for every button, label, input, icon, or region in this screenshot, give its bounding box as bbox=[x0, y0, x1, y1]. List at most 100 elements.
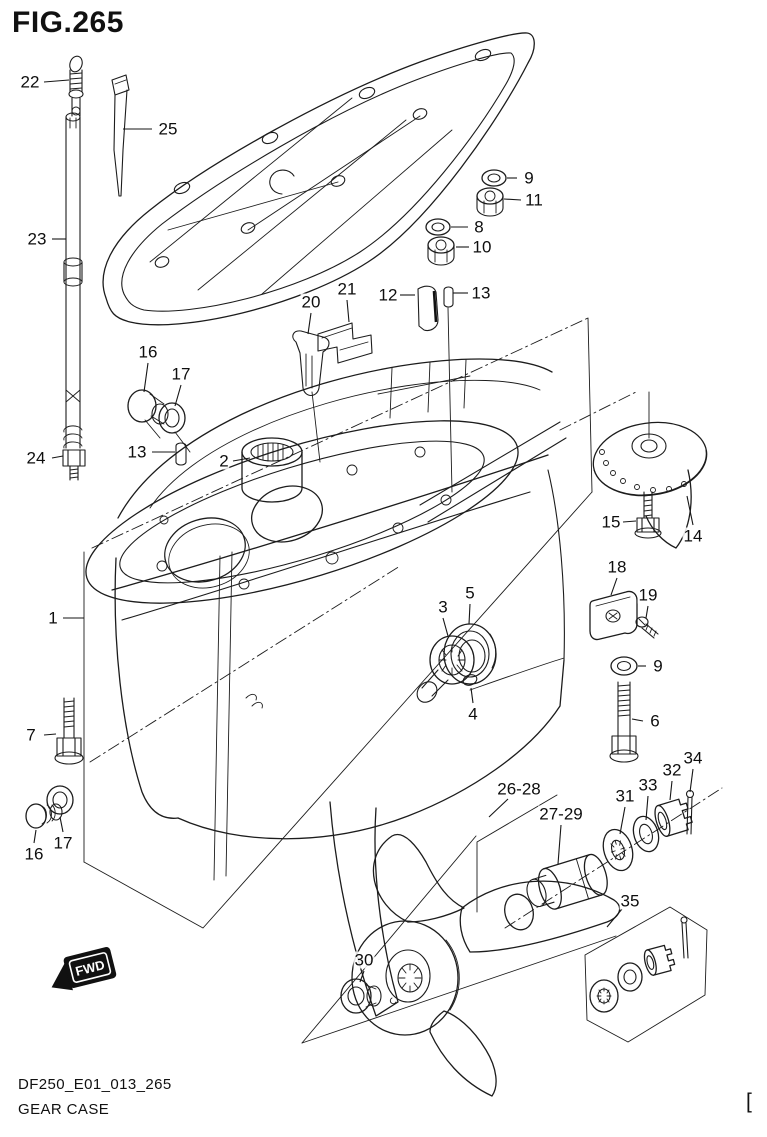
part-callout-18: 18 bbox=[606, 557, 628, 577]
leader-line-16-lower bbox=[33, 829, 37, 844]
leader-line-11 bbox=[503, 198, 522, 201]
fwd-badge: FWD bbox=[51, 947, 117, 991]
part-13-pin-left bbox=[175, 442, 187, 466]
figure-title: FIG.265 bbox=[12, 6, 124, 39]
part-callout-2: 2 bbox=[218, 451, 230, 471]
leader-line-14 bbox=[686, 495, 694, 526]
part-callout-31: 31 bbox=[614, 786, 636, 806]
leader-line-24 bbox=[51, 455, 64, 459]
part-callout-32: 32 bbox=[661, 760, 683, 780]
leader-line-34 bbox=[689, 768, 694, 793]
leader-line-31 bbox=[619, 806, 626, 835]
leader-line-16-upper bbox=[143, 362, 149, 393]
part-callout-27-29: 27-29 bbox=[538, 804, 584, 824]
part-callout-1: 1 bbox=[47, 608, 59, 628]
leader-lines bbox=[33, 79, 694, 983]
part-callout-24: 24 bbox=[25, 448, 47, 468]
leader-line-19 bbox=[645, 605, 649, 619]
part-callout-33: 33 bbox=[637, 775, 659, 795]
part-35-kit bbox=[584, 906, 708, 1043]
part-callout-3: 3 bbox=[437, 597, 449, 617]
part-callout-20: 20 bbox=[300, 292, 322, 312]
prop-shaft-hardware bbox=[504, 787, 723, 931]
part-10-nut bbox=[427, 236, 455, 266]
part-9-washer-top bbox=[481, 169, 507, 187]
part-17-washer-upper bbox=[158, 402, 186, 434]
part-callout-26-28: 26-28 bbox=[496, 779, 542, 799]
part-callout-34: 34 bbox=[682, 748, 704, 768]
part-11-nut bbox=[476, 187, 504, 217]
part-5-bearing bbox=[443, 623, 497, 685]
part-9-washer-lower bbox=[610, 656, 638, 676]
leader-line-21 bbox=[346, 299, 350, 323]
part-34-cotter-pin bbox=[685, 789, 695, 835]
part-22-grease-nipple bbox=[68, 55, 84, 117]
figure-part-name: GEAR CASE bbox=[18, 1101, 110, 1118]
part-2-bearing-sleeve bbox=[241, 437, 303, 503]
propeller bbox=[351, 833, 621, 1097]
leader-line-30 bbox=[359, 970, 365, 983]
part-callout-8: 8 bbox=[473, 217, 485, 237]
part-23-water-tube bbox=[63, 112, 83, 449]
leader-line-15 bbox=[622, 520, 637, 523]
part-20-clip bbox=[292, 330, 330, 397]
part-25-cable-tie bbox=[111, 74, 130, 197]
leader-line-27-29 bbox=[557, 824, 562, 865]
part-16-plug-upper bbox=[127, 389, 169, 425]
leader-line-6 bbox=[631, 718, 644, 722]
part-callout-19: 19 bbox=[637, 585, 659, 605]
part-callout-23: 23 bbox=[26, 229, 48, 249]
leader-line-33 bbox=[645, 795, 649, 821]
part-callout-9-lower: 9 bbox=[652, 656, 664, 676]
part-callout-35: 35 bbox=[619, 891, 641, 911]
part-callout-14: 14 bbox=[682, 526, 704, 546]
part-callout-7: 7 bbox=[25, 725, 37, 745]
part-3-pinion-gear bbox=[416, 635, 475, 703]
part-21-bracket bbox=[317, 322, 373, 364]
figure-part-code: DF250_E01_013_265 bbox=[18, 1076, 172, 1093]
part-callout-5: 5 bbox=[464, 583, 476, 603]
part-callout-22: 22 bbox=[19, 72, 41, 92]
leader-line-7 bbox=[43, 733, 57, 736]
part-callout-30: 30 bbox=[353, 950, 375, 970]
part-callout-13-top: 13 bbox=[470, 283, 492, 303]
part-callout-25: 25 bbox=[157, 119, 179, 139]
part-12-anode bbox=[417, 285, 439, 332]
part-callout-10: 10 bbox=[471, 237, 493, 257]
gearcase-body bbox=[85, 307, 567, 1017]
part-7-bolt bbox=[54, 697, 84, 765]
part-callout-11: 11 bbox=[524, 190, 544, 210]
part-callout-6: 6 bbox=[649, 711, 661, 731]
fwd-label: FWD bbox=[74, 957, 106, 979]
part-6-bolt bbox=[609, 681, 639, 763]
part-callout-4: 4 bbox=[467, 704, 479, 724]
part-17-washer-lower bbox=[46, 785, 74, 815]
part-13-pin-top bbox=[443, 286, 454, 308]
part-8-washer bbox=[425, 218, 451, 236]
leader-line-2 bbox=[232, 457, 251, 462]
leader-line-18 bbox=[610, 577, 618, 596]
part-callout-17-lower: 17 bbox=[52, 833, 74, 853]
part-callout-15: 15 bbox=[600, 512, 622, 532]
leader-line-3 bbox=[442, 617, 449, 637]
part-callout-21: 21 bbox=[336, 279, 358, 299]
leader-line-17-lower bbox=[59, 816, 64, 833]
leader-line-26-28 bbox=[488, 798, 509, 818]
corner-bracket-mark: [ bbox=[746, 1090, 752, 1113]
part-callout-12: 12 bbox=[377, 285, 399, 305]
part-19-screw bbox=[635, 616, 659, 639]
part-callout-16-upper: 16 bbox=[137, 342, 159, 362]
leader-line-17-upper bbox=[174, 384, 182, 407]
leader-line-22 bbox=[43, 79, 70, 83]
part-callout-17-upper: 17 bbox=[170, 364, 192, 384]
part-30-spacer bbox=[340, 978, 382, 1014]
part-callout-9-top: 9 bbox=[523, 168, 535, 188]
part-24-fitting bbox=[62, 425, 86, 481]
part-callout-13-left: 13 bbox=[126, 442, 148, 462]
part-15-bolt bbox=[634, 491, 662, 539]
part-4-pin bbox=[462, 674, 478, 686]
part-18-anode-plate bbox=[589, 590, 638, 641]
leader-line-4 bbox=[470, 687, 474, 704]
